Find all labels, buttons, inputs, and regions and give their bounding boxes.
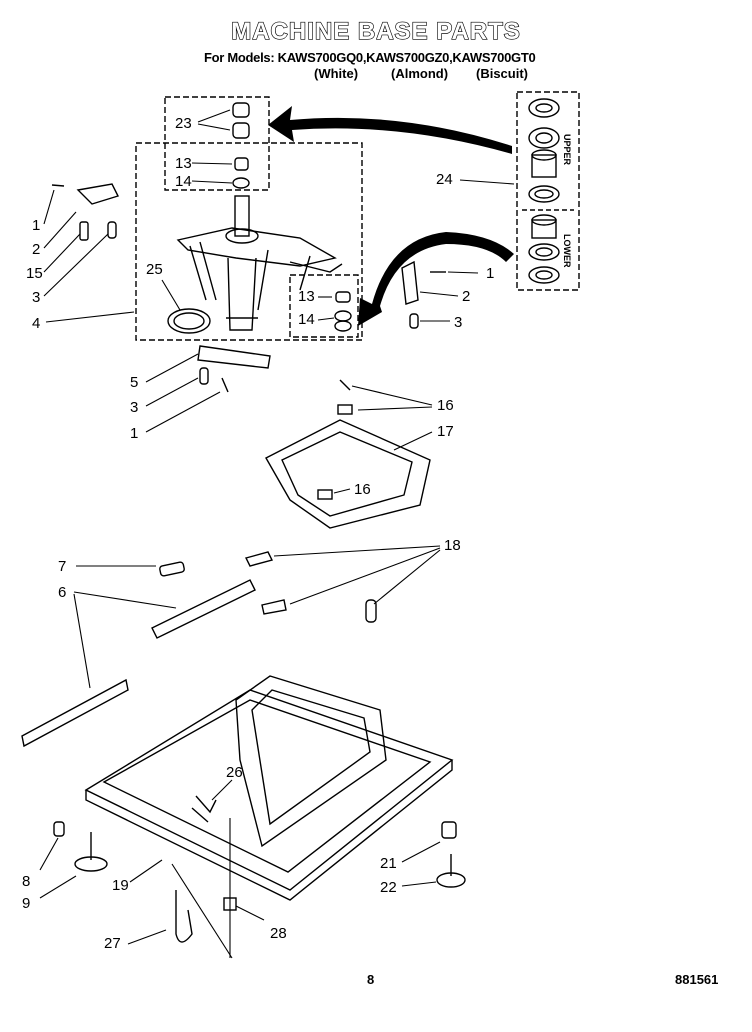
page-number: 8: [367, 972, 375, 987]
page-title: MACHINE BASE PARTS: [231, 17, 521, 45]
callout-3: 3: [32, 289, 41, 306]
callout-17: 17: [437, 423, 454, 440]
callout-16: 16: [437, 397, 454, 414]
part-8: [53, 821, 65, 837]
callout-15: 15: [26, 265, 43, 282]
part-14: [232, 177, 250, 189]
part-3b: [409, 313, 419, 329]
callout-13: 13: [175, 155, 192, 172]
callout-18: 18: [444, 537, 461, 554]
part-13: [234, 157, 249, 171]
part-3c: [199, 367, 209, 385]
callout-8: 8: [22, 873, 31, 890]
callout-5: 5: [130, 374, 139, 391]
part-1a: [51, 184, 65, 187]
part-23: [232, 102, 250, 139]
callout-4: 4: [32, 315, 41, 332]
part-1c: [221, 377, 229, 393]
box-13-14: [289, 274, 359, 338]
leader-lines: [39, 109, 515, 959]
callout-14: 14: [175, 173, 192, 190]
callout-24: 24: [436, 171, 453, 188]
callout-1-lower: 1: [130, 425, 139, 442]
box-4: [135, 142, 363, 341]
callout-26: 26: [226, 764, 243, 781]
callout-28: 28: [270, 925, 287, 942]
part-18b: [261, 599, 287, 615]
part-18a: [244, 551, 274, 567]
lower-label: LOWER: [562, 234, 572, 268]
box-24: [516, 91, 580, 291]
color-white: (White): [314, 66, 359, 81]
callout-21: 21: [380, 855, 397, 872]
callout-13-right: 13: [298, 288, 315, 305]
part-6a: [151, 579, 256, 639]
callout-16-lower: 16: [354, 481, 371, 498]
part-7: [159, 561, 185, 577]
part-26: [191, 795, 217, 823]
part-5: [197, 345, 271, 369]
part-25: [167, 308, 211, 334]
seal-kit-24: [528, 98, 560, 284]
callout-25: 25: [146, 261, 163, 278]
part-21: [441, 821, 457, 839]
callout-1-right: 1: [486, 265, 495, 282]
callout-23: 23: [175, 115, 192, 132]
model-list: For Models: KAWS700GQ0,KAWS700GZ0,KAWS70…: [204, 50, 536, 65]
part-2a: [76, 183, 119, 205]
part-27: [175, 890, 193, 943]
callout-2-right: 2: [462, 288, 471, 305]
arrow-upper: [268, 106, 512, 154]
callout-2: 2: [32, 241, 41, 258]
color-almond: (Almond): [391, 66, 449, 81]
document-number: 881561: [675, 972, 719, 987]
callout-19: 19: [112, 877, 129, 894]
part-6b: [21, 678, 129, 748]
part-16a2: [337, 404, 353, 415]
callout-9: 9: [22, 895, 31, 912]
arrow-lower: [358, 232, 514, 326]
part-2b: [401, 260, 419, 305]
part-3a: [107, 221, 117, 239]
callout-22: 22: [380, 879, 397, 896]
base-19: [84, 675, 454, 901]
callout-3-right: 3: [454, 314, 463, 331]
callout-6: 6: [58, 584, 67, 601]
frame-17: [265, 419, 431, 529]
part-18c: [365, 599, 377, 623]
callout-3-lower: 3: [130, 399, 139, 416]
callout-1: 1: [32, 217, 41, 234]
callout-27: 27: [104, 935, 121, 952]
part-16a: [339, 379, 351, 391]
part-13b: [335, 291, 351, 303]
callout-14-right: 14: [298, 311, 315, 328]
part-16b: [317, 489, 333, 500]
part-15: [79, 221, 89, 241]
callout-7: 7: [58, 558, 67, 575]
part-14b: [334, 310, 352, 322]
upper-label: UPPER: [562, 134, 572, 166]
color-biscuit: (Biscuit): [476, 66, 528, 81]
transmission-assembly: [176, 195, 343, 331]
